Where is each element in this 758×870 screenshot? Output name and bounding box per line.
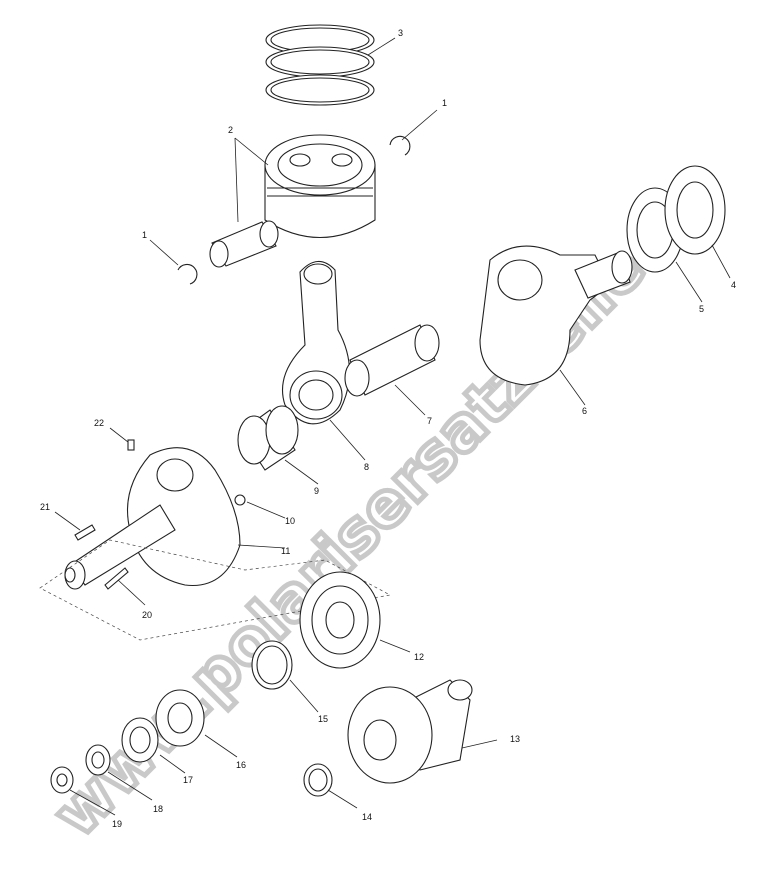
callout-20: 20 <box>142 610 152 620</box>
key-21 <box>74 524 96 541</box>
crank-pin <box>344 324 440 397</box>
gear-12 <box>299 571 381 669</box>
crankshaft-right-half <box>479 245 633 386</box>
bearing-17 <box>121 717 159 763</box>
callout-13: 13 <box>510 734 520 744</box>
washer-14 <box>303 763 333 797</box>
balance-shaft-13 <box>347 679 473 784</box>
callout-17: 17 <box>183 775 193 785</box>
callout-1-right: 1 <box>442 98 447 108</box>
piston-rings <box>265 24 375 106</box>
callout-4: 4 <box>731 280 736 290</box>
circlip-right <box>389 135 411 156</box>
callout-8: 8 <box>364 462 369 472</box>
ball-10 <box>234 494 246 506</box>
callout-1-left: 1 <box>142 230 147 240</box>
washer-18 <box>85 744 111 776</box>
leader-lines <box>54 37 731 816</box>
ball-bearing-4 <box>664 165 726 255</box>
connecting-rod <box>281 260 351 425</box>
callout-6: 6 <box>582 406 587 416</box>
callout-15: 15 <box>318 714 328 724</box>
dowel-22 <box>127 439 135 451</box>
callout-9: 9 <box>314 486 319 496</box>
callout-22: 22 <box>94 418 104 428</box>
circlip-left <box>177 263 198 285</box>
washer-15 <box>251 640 293 690</box>
callout-labels: 3 2 1 1 4 5 6 7 8 9 10 11 12 15 16 17 18… <box>40 28 736 829</box>
callout-21: 21 <box>40 502 50 512</box>
callout-19-nut: 19 <box>112 819 122 829</box>
piston <box>264 134 376 239</box>
crank-assembly-box <box>39 539 392 641</box>
nut-19 <box>50 766 74 794</box>
callout-18: 18 <box>153 804 163 814</box>
callout-2: 2 <box>228 125 233 135</box>
callout-11: 11 <box>281 546 290 556</box>
piston-pin <box>209 220 279 268</box>
pin-20 <box>104 567 129 590</box>
needle-bearing <box>237 405 299 471</box>
callout-12: 12 <box>414 652 424 662</box>
gear-16 <box>155 689 205 747</box>
callout-16: 16 <box>236 760 246 770</box>
callout-7: 7 <box>427 416 432 426</box>
callout-5: 5 <box>699 304 704 314</box>
callout-10: 10 <box>285 516 295 526</box>
callout-14: 14 <box>362 812 372 822</box>
crankshaft-left-half <box>64 447 241 590</box>
callout-3: 3 <box>398 28 403 38</box>
